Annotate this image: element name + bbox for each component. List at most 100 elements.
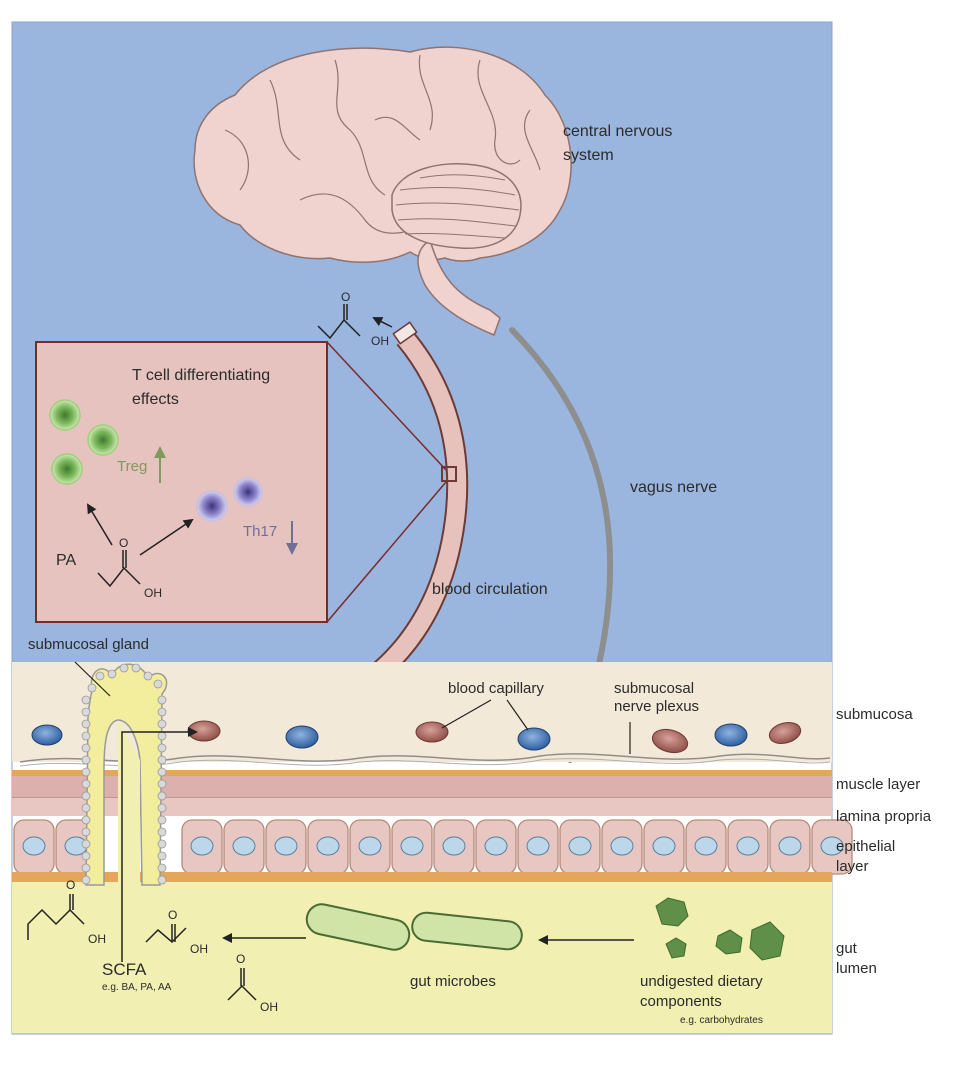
- gland-cell: [81, 743, 91, 753]
- vagus-nerve-label: vagus nerve: [630, 479, 718, 496]
- gland-cell: [95, 671, 105, 681]
- pa-label: PA: [56, 552, 77, 569]
- oh-label-inset: OH: [144, 586, 162, 600]
- gland-cell: [81, 779, 91, 789]
- gland-cell: [87, 683, 97, 693]
- gland-cell: [157, 851, 167, 861]
- oh-label-acetate: OH: [260, 1000, 278, 1014]
- gland-cell: [157, 719, 167, 729]
- gland-cell: [157, 815, 167, 825]
- gland-cell: [81, 803, 91, 813]
- gland-cell: [157, 779, 167, 789]
- treg-cell: [49, 399, 81, 431]
- blood-circulation-label: blood circulation: [432, 581, 548, 598]
- gland-cell: [81, 719, 91, 729]
- epithelial-nucleus: [358, 836, 382, 856]
- capillary-pointer: [506, 699, 529, 731]
- epithelial-nucleus: [442, 836, 466, 856]
- lamina-propria-label: lamina propria: [836, 808, 932, 825]
- treg-cell: [51, 453, 83, 485]
- gland-cell: [81, 851, 91, 861]
- epithelial-nucleus: [778, 836, 802, 856]
- submucosal-nerve-label-line1: submucosal: [614, 680, 695, 697]
- epithelial-nucleus: [736, 836, 760, 856]
- gland-cell: [157, 743, 167, 753]
- epithelial-nucleus: [22, 836, 46, 856]
- epithelial-label-line2: layer: [836, 858, 869, 875]
- gut-microbe: [305, 903, 411, 951]
- gland-cell: [119, 663, 129, 673]
- arrow-pa-to-treg: [86, 503, 113, 546]
- t-cell-title-line2: effects: [132, 391, 179, 408]
- undigested-label-line1: undigested dietary: [640, 973, 763, 990]
- th17-label: Th17: [243, 523, 278, 540]
- gland-cell: [143, 671, 153, 681]
- gland-cell: [157, 839, 167, 849]
- o-label-cns: O: [341, 290, 351, 304]
- o-label-butyrate: O: [66, 878, 76, 892]
- treg-up-arrow-head: [154, 446, 166, 458]
- th17-cell: [233, 477, 263, 507]
- propionate-molecule-lumen: [145, 924, 187, 944]
- gland-cell: [157, 875, 167, 885]
- gland-cell: [81, 827, 91, 837]
- gland-cell: [157, 791, 167, 801]
- gland-cell: [81, 767, 91, 777]
- th17-cell: [196, 490, 228, 522]
- blue-cell: [31, 724, 63, 746]
- epithelial-nucleus: [610, 836, 634, 856]
- undigested-label-line2: components: [640, 993, 722, 1010]
- treg-label: Treg: [117, 458, 148, 475]
- muscle-layer-band: [12, 776, 832, 798]
- gland-cell: [157, 767, 167, 777]
- red-capillary: [415, 721, 449, 743]
- muscle-layer-label: muscle layer: [836, 776, 921, 793]
- epithelial-nucleus: [232, 836, 256, 856]
- epithelial-nucleus: [568, 836, 592, 856]
- epithelial-nucleus: [652, 836, 676, 856]
- o-label-acetate: O: [236, 952, 246, 966]
- blue-cell: [517, 727, 551, 751]
- red-capillary: [651, 728, 689, 754]
- dietary-particle: [655, 897, 689, 927]
- submucosal-nerve-label-line2: nerve plexus: [614, 698, 700, 715]
- gut-microbe: [411, 911, 523, 951]
- epithelial-label-line1: epithelial: [836, 838, 896, 855]
- gland-cell: [157, 803, 167, 813]
- gland-cell: [107, 669, 117, 679]
- gut-lumen-band: [12, 882, 832, 1034]
- cns-label-line2: system: [563, 147, 614, 164]
- gland-cell: [81, 791, 91, 801]
- treg-cell: [87, 424, 119, 456]
- oh-label-cns: OH: [371, 334, 389, 348]
- gland-cell: [157, 707, 167, 717]
- epithelial-nucleus: [526, 836, 550, 856]
- lamina-propria-band: [12, 798, 832, 816]
- gut-label-line2: lumen: [836, 960, 877, 977]
- epithelial-nucleus: [484, 836, 508, 856]
- gland-cell: [157, 827, 167, 837]
- acetate-molecule: [227, 968, 257, 1001]
- red-capillary: [187, 720, 221, 742]
- gland-cell: [81, 695, 91, 705]
- gland-cell: [157, 863, 167, 873]
- capillary-pointer: [441, 699, 492, 729]
- gland-pointer: [74, 661, 111, 697]
- cerebellum-icon: [391, 163, 522, 249]
- epithelial-nucleus: [820, 836, 844, 856]
- gland-cell: [81, 839, 91, 849]
- brush-border: [12, 872, 832, 882]
- epithelial-nucleus: [694, 836, 718, 856]
- gland-cell: [81, 755, 91, 765]
- o-label-inset: O: [119, 536, 129, 550]
- gland-cell: [157, 755, 167, 765]
- propionate-molecule-cns: [317, 304, 361, 340]
- oh-label-propionate: OH: [190, 942, 208, 956]
- gland-cell: [81, 815, 91, 825]
- undigested-examples: e.g. carbohydrates: [680, 1015, 763, 1026]
- o-label-propionate: O: [168, 908, 178, 922]
- submucosa-label: submucosa: [836, 706, 913, 723]
- gland-cell: [81, 731, 91, 741]
